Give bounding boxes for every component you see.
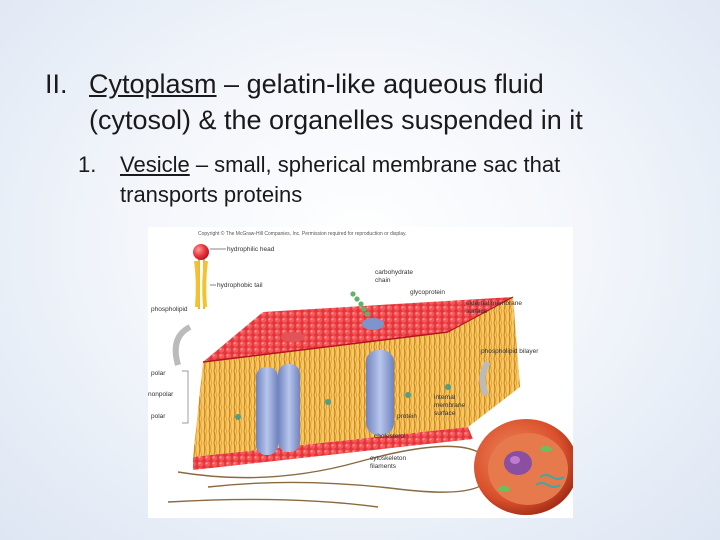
copyright-credit: Copyright © The McGraw-Hill Companies, I… [198, 230, 407, 237]
label-hydrophilic-head: hydrophilic head [227, 246, 275, 253]
label-glycoprotein: glycoprotein [410, 289, 445, 296]
label-external-surface-1: external membrane [466, 300, 522, 307]
label-protein: protein [397, 413, 417, 420]
cell-membrane-figure: Copyright © The McGraw-Hill Companies, I… [148, 227, 573, 518]
channel-protein [256, 364, 300, 455]
arrow-icon [172, 324, 192, 366]
cell-illustration [474, 419, 573, 515]
label-cytoskeleton: cytoskeleton [370, 455, 407, 462]
term-vesicle: Vesicle [120, 152, 190, 177]
label-nonpolar: nonpolar [148, 391, 174, 398]
sub-bullet-text-line1: – small, spherical membrane sac that [189, 152, 561, 177]
integral-protein [366, 350, 394, 435]
bilayer-side [448, 297, 520, 427]
label-external-surface-2: surface [466, 308, 488, 315]
label-hydrophobic-tail: hydrophobic tail [217, 282, 263, 289]
label-carbohydrate: carbohydrate [375, 269, 413, 276]
membrane-diagram: Copyright © The McGraw-Hill Companies, I… [148, 230, 573, 515]
bullet-text-line1: – gelatin-like aqueous fluid [216, 69, 544, 99]
label-phospholipid-bilayer: phospholipid bilayer [481, 348, 539, 355]
cholesterol-molecules [235, 384, 451, 420]
bilayer-inner-heads [193, 427, 473, 470]
label-phospholipid: phospholipid [151, 306, 188, 313]
bilayer-outer-surface [203, 297, 513, 362]
phospholipid-icon [193, 244, 209, 309]
label-chain: chain [375, 277, 391, 284]
sub-bullet-text-line2: transports proteins [120, 182, 303, 207]
glycoprotein-protein [362, 318, 384, 330]
bullet-text-line2: (cytosol) & the organelles suspended in … [89, 105, 583, 135]
bullet-number: II. [45, 69, 68, 99]
label-internal-3: surface [434, 410, 456, 417]
label-internal-1: internal [434, 394, 456, 401]
carbohydrate-chain-icon [350, 291, 370, 317]
label-cholesterol: cholesterol [374, 433, 406, 440]
label-filaments: filaments [370, 463, 397, 470]
term-cytoplasm: Cytoplasm [89, 69, 217, 99]
label-polar-top: polar [151, 370, 166, 377]
label-internal-2: membrane [434, 402, 465, 409]
arrow-to-cell-icon [479, 360, 491, 397]
label-polar-bottom: polar [151, 413, 166, 420]
sub-bullet-number: 1. [78, 152, 97, 177]
